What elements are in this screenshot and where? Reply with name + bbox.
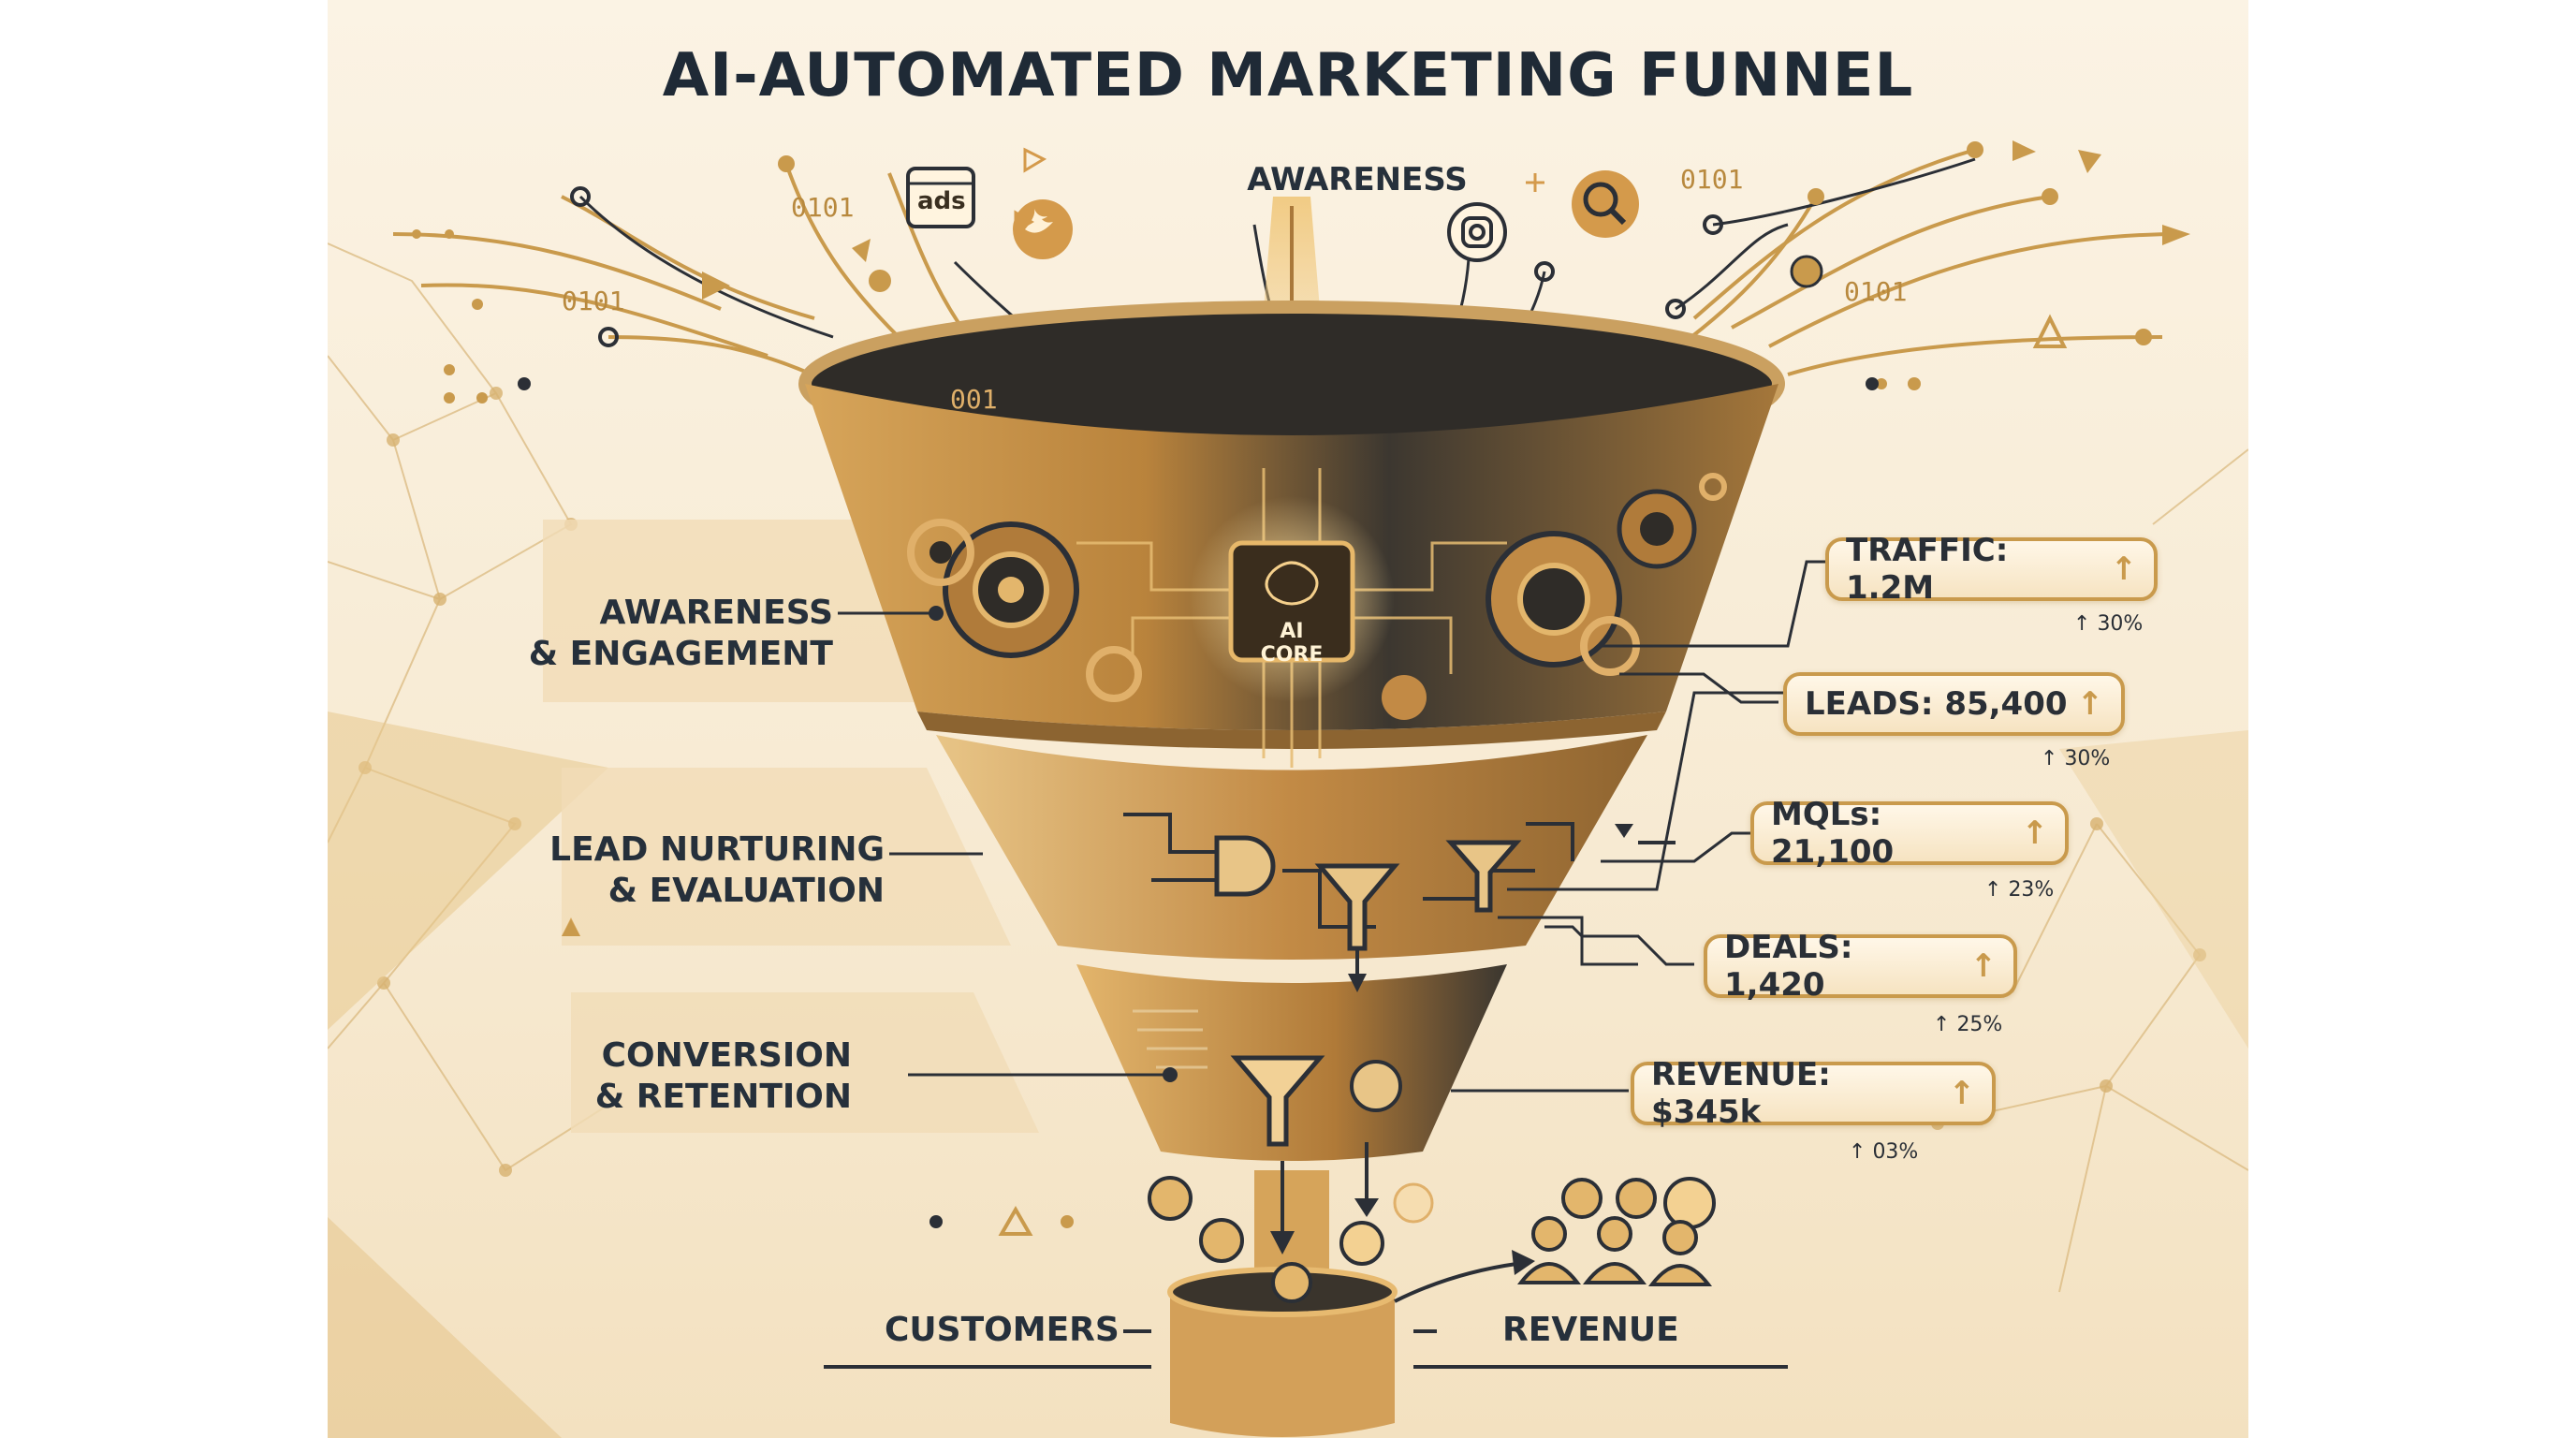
up-arrow-icon: ↑ <box>2021 814 2049 852</box>
funnel-illustration <box>328 140 2248 1438</box>
metric-revenue-change: ↑ 03% <box>1849 1140 1919 1164</box>
dot-dark-right <box>1866 377 1879 390</box>
bg-shape-left <box>328 712 608 1030</box>
triangle-right <box>2032 314 2068 348</box>
revenue-label: REVENUE <box>1502 1311 1679 1349</box>
play-icon <box>1023 147 1047 173</box>
metric-traffic: TRAFFIC: 1.2M ↑ <box>1825 532 2158 607</box>
search-icon <box>1572 170 1639 238</box>
ai-core-label: AI CORE <box>1260 620 1324 667</box>
output-arrows <box>1281 1142 1517 1303</box>
gear-icon-left <box>943 521 1079 658</box>
metric-leads-label: LEADS: 85,400 <box>1804 685 2068 723</box>
plus-icon <box>1526 173 1544 192</box>
customer-avatars <box>1516 1216 1713 1286</box>
up-arrow-icon: ↑ <box>2076 685 2104 723</box>
binary-text-5: 001 <box>950 384 998 415</box>
stream-dark-right-2 <box>1675 223 1789 311</box>
up-arrow-icon: ↑ <box>1969 947 1998 985</box>
binary-text-1: 0101 <box>791 192 855 223</box>
tier-3-lines <box>1133 1009 1208 1069</box>
stream-nodes-gold <box>412 141 2152 404</box>
arrowhead-right-3 <box>2012 140 2036 161</box>
ribbon-stage-1 <box>543 520 973 702</box>
metric-mqls-change: ↑ 23% <box>1984 878 2055 902</box>
brain-icon <box>1265 561 1319 606</box>
up-arrow-icon: ↑ <box>2073 612 2091 636</box>
up-arrow-icon: ↑ <box>2110 550 2138 588</box>
infographic-canvas: AI-AUTOMATED MARKETING FUNNEL AWARENESS … <box>328 0 2248 1438</box>
stage-label-nurturing: LEAD NURTURING & EVALUATION <box>468 829 885 912</box>
up-arrow-icon: ↑ <box>1849 1140 1866 1164</box>
snowflake-icon <box>1382 675 1427 720</box>
binary-text-4: 0101 <box>1844 276 1908 307</box>
metric-traffic-change: ↑ 30% <box>2073 612 2144 636</box>
stage-leaders <box>838 611 1170 1077</box>
dot-gold-right <box>1908 377 1921 390</box>
dot-dark-left <box>518 377 531 390</box>
arrowhead-left <box>702 271 730 300</box>
metric-traffic-label: TRAFFIC: 1.2M <box>1846 532 2009 607</box>
filter-icon <box>1314 863 1400 951</box>
binary-text-2: 0101 <box>562 286 625 316</box>
gear-icon-right <box>1486 531 1622 668</box>
play-icon-2 <box>1014 210 1034 234</box>
bg-shape-right <box>2059 730 2248 1049</box>
funnel-tier-2 <box>936 735 1647 960</box>
up-arrow-icon: ↑ <box>1933 1013 1951 1036</box>
customers-label: CUSTOMERS <box>885 1311 1120 1349</box>
stage-3-line-2: & RETENTION <box>594 1078 852 1116</box>
ai-core-chip <box>1228 540 1355 663</box>
page-title: AI-AUTOMATED MARKETING FUNNEL <box>662 41 1914 110</box>
metric-revenue-label: REVENUE: $345k <box>1651 1056 1831 1131</box>
arrowhead-right-2 <box>2078 150 2101 173</box>
ribbon-stage-2 <box>562 768 1011 946</box>
gear-icon-tiny <box>1699 473 1727 501</box>
metric-mqls: MQLs: 21,100 ↑ <box>1750 796 2069 871</box>
check-icons <box>1148 1176 1657 1303</box>
filter-icon-2 <box>1445 840 1522 913</box>
filter-icon-3 <box>1230 1055 1325 1147</box>
logic-gate-icon <box>1214 835 1276 897</box>
metric-deals: DEALS: 1,420 ↑ <box>1704 929 2017 1004</box>
up-arrow-icon: ↑ <box>1984 878 2002 902</box>
stage-label-conversion: CONVERSION & RETENTION <box>468 1035 852 1118</box>
stage-3-line-1: CONVERSION <box>601 1036 852 1075</box>
stage-1-line-1: AWARENESS <box>599 594 833 632</box>
stage-2-line-2: & EVALUATION <box>607 872 885 910</box>
stream-nodes-dark <box>570 186 1723 347</box>
metric-mqls-label: MQLs: 21,100 <box>1771 796 1895 871</box>
output-vessel <box>1170 1292 1395 1437</box>
up-arrow-icon: ↑ <box>2041 747 2058 770</box>
metric-deals-label: DEALS: 1,420 <box>1724 929 1853 1004</box>
up-arrow-icon: ↑ <box>1948 1075 1976 1112</box>
instagram-icon <box>1447 202 1507 262</box>
bottom-rule <box>824 1329 1788 1369</box>
stage-1-line-2: & ENGAGEMENT <box>528 635 833 673</box>
stage-label-awareness: AWARENESS & ENGAGEMENT <box>459 593 833 675</box>
ads-label: ads <box>917 187 966 215</box>
coin-icons <box>1339 1177 1716 1266</box>
metric-revenue: REVENUE: $345k ↑ <box>1631 1056 1996 1131</box>
binary-text-3: 0101 <box>1680 164 1744 195</box>
stage-2-line-1: LEAD NURTURING <box>549 830 885 869</box>
stream-dark-right <box>1712 157 1976 227</box>
awareness-heading: AWARENESS <box>1247 161 1468 198</box>
funnel-opening <box>805 307 1778 461</box>
metric-leads-change: ↑ 30% <box>2041 747 2111 770</box>
input-streams-right <box>1664 148 2182 376</box>
metric-leads: LEADS: 85,400↑ <box>1783 672 2125 736</box>
metric-leaders <box>1451 560 1825 1093</box>
gear-icon-right-top <box>1617 489 1697 569</box>
arrowhead-right <box>2162 225 2190 245</box>
metric-deals-change: ↑ 25% <box>1933 1013 2003 1036</box>
dollar-icon <box>1350 1060 1402 1112</box>
arrowhead-left-2 <box>852 239 871 262</box>
bg-shape-bottom <box>328 1217 562 1438</box>
gear-icon-left-low <box>1086 646 1142 702</box>
ribbon-stage-3 <box>571 992 1039 1133</box>
gear-icon-left-small <box>907 519 974 586</box>
